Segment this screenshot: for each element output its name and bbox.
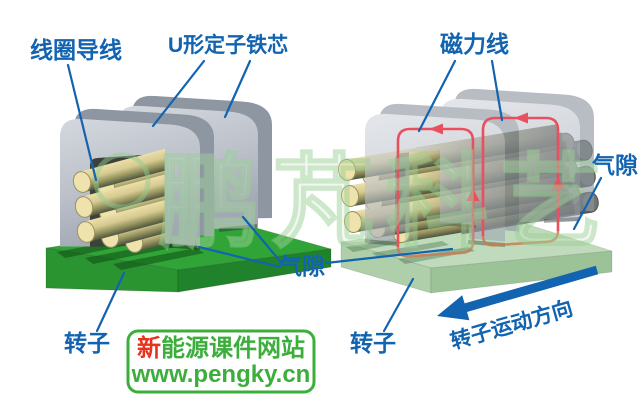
- watermark-text: 鹏芃科艺: [158, 146, 614, 260]
- coil-rod: [76, 197, 165, 243]
- air-gap-shadow: [544, 217, 579, 223]
- label-coil-wire: 线圈导线: [30, 37, 122, 63]
- leader-lines: [66, 59, 603, 333]
- air-gap-shadow: [163, 243, 200, 250]
- label-air-gap-left: 气隙: [278, 253, 325, 279]
- coil-rods: [72, 147, 165, 253]
- branding-site-url: www.pengky.cn: [131, 361, 311, 388]
- label-flux-line: 磁力线: [440, 31, 509, 57]
- air-gap-shadow: [440, 222, 476, 228]
- air-gap-shadow: [365, 239, 397, 246]
- branding-site-prefix: 新: [137, 334, 161, 362]
- label-rotor-left: 转子: [64, 330, 110, 356]
- air-gap-shadow: [219, 224, 257, 232]
- branding-site-rest: 能源课件网站: [161, 334, 305, 362]
- label-air-gap-right: 气隙: [591, 152, 638, 178]
- label-rotor-right: 转子: [350, 330, 396, 356]
- branding-site-name: 新能源课件网站: [137, 334, 305, 362]
- right-machine: [337, 88, 613, 294]
- coil-rod: [72, 147, 165, 193]
- branding-box: 新能源课件网站 www.pengky.cn: [126, 329, 316, 394]
- motion-direction-arrow: [437, 265, 599, 321]
- rod-slot-shadow: [372, 241, 449, 258]
- rod-slot-shadow: [113, 248, 204, 270]
- label-stator-core: U形定子铁芯: [168, 33, 288, 57]
- left-machine: [45, 95, 332, 293]
- watermark: 鹏芃科艺: [93, 145, 614, 261]
- coil-rod: [74, 172, 165, 218]
